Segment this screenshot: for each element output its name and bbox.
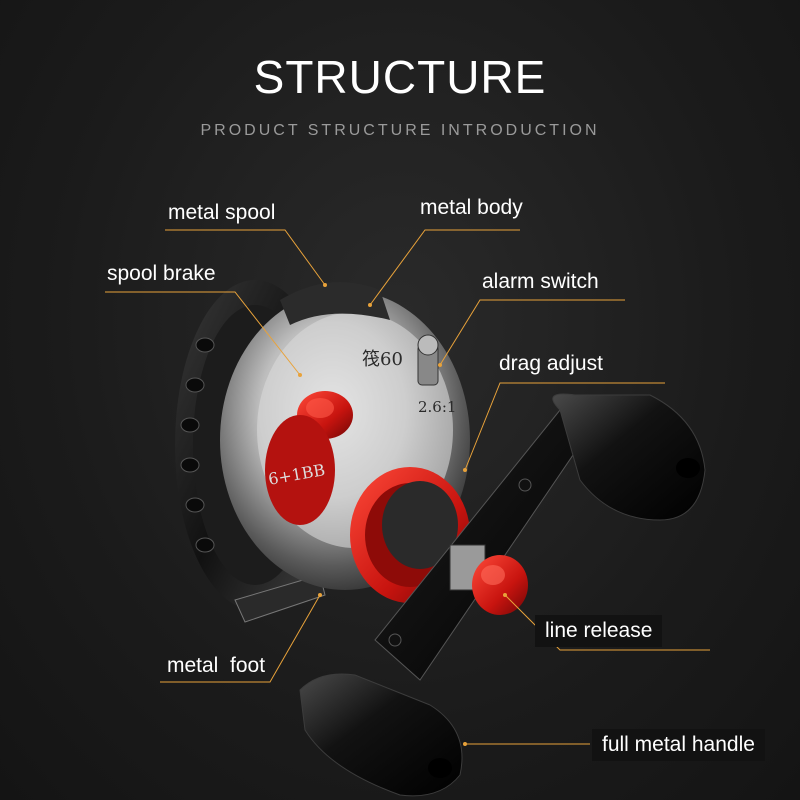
leader-line-release — [504, 594, 710, 651]
metal-foot — [234, 574, 326, 623]
reel-model-mark: 筏60 — [362, 349, 403, 370]
callout-alarm-switch: alarm switch — [482, 270, 599, 293]
leader-drag-adjust — [464, 382, 665, 471]
drag-adjust — [265, 415, 470, 603]
callout-spool-brake: spool brake — [107, 262, 216, 285]
leader-lines — [105, 229, 710, 745]
line-release — [449, 544, 528, 615]
leader-alarm-switch — [439, 299, 625, 366]
leader-metal-body — [369, 229, 520, 306]
leader-spool-brake — [105, 291, 301, 376]
callout-metal-foot: metal foot — [167, 654, 266, 677]
callout-metal-body: metal body — [420, 196, 523, 219]
callout-metal-spool: metal spool — [168, 201, 276, 224]
alarm-switch — [417, 334, 439, 386]
callout-drag-adjust: drag adjust — [499, 352, 603, 375]
page-title: STRUCTURE — [253, 51, 547, 103]
callout-line-release: line release — [535, 615, 663, 647]
callout-full-metal-handle: full metal handle — [592, 729, 765, 761]
reel-ratio-mark: 2.6:1 — [418, 398, 457, 416]
page-subtitle: PRODUCT STRUCTURE INTRODUCTION — [200, 122, 600, 139]
leader-metal-foot — [160, 594, 321, 683]
leader-metal-spool — [165, 229, 326, 286]
